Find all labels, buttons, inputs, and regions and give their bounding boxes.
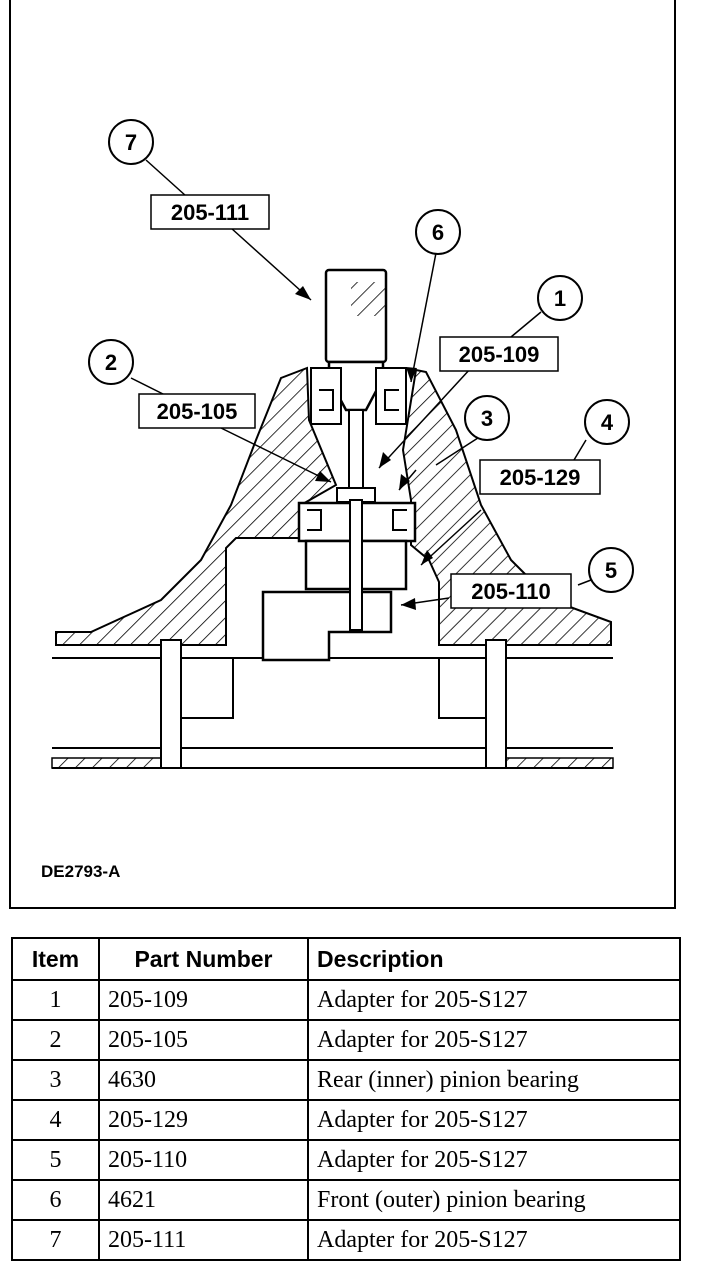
column-header-part-number: Part Number: [98, 937, 309, 981]
table-row: 4 205-129 Adapter for 205-S127: [11, 1099, 681, 1141]
part-label-205-129: 205-129: [479, 459, 601, 495]
callout-3-number: 3: [481, 406, 493, 431]
part-label-205-109-text: 205-109: [459, 342, 540, 367]
part-label-205-109: 205-109: [439, 336, 559, 372]
part-label-205-129-text: 205-129: [500, 465, 581, 490]
callout-4-number: 4: [601, 410, 614, 435]
part-label-205-105: 205-105: [138, 393, 256, 429]
cell-item: 1: [11, 979, 100, 1021]
parts-table: Item Part Number Description 1 205-109 A…: [11, 937, 681, 1261]
cell-part-number: 205-129: [98, 1099, 309, 1141]
table-header-row: Item Part Number Description: [11, 937, 681, 981]
cell-description: Adapter for 205-S127: [307, 979, 681, 1021]
callout-7: 7: [108, 119, 154, 165]
cell-part-number: 4630: [98, 1059, 309, 1101]
table-row: 6 4621 Front (outer) pinion bearing: [11, 1179, 681, 1221]
figure-frame: 7 6 1 2 3 4 5 205-111: [9, 0, 676, 909]
column-header-description: Description: [307, 937, 681, 981]
cell-part-number: 205-111: [98, 1219, 309, 1261]
part-label-205-111-text: 205-111: [171, 200, 249, 225]
table-row: 2 205-105 Adapter for 205-S127: [11, 1019, 681, 1061]
cell-part-number: 205-109: [98, 979, 309, 1021]
cell-description: Adapter for 205-S127: [307, 1019, 681, 1061]
callout-1-number: 1: [554, 286, 566, 311]
callout-7-number: 7: [125, 130, 137, 155]
table-row: 1 205-109 Adapter for 205-S127: [11, 979, 681, 1021]
cell-item: 5: [11, 1139, 100, 1181]
cell-item: 2: [11, 1019, 100, 1061]
cell-item: 7: [11, 1219, 100, 1261]
callout-2: 2: [88, 339, 134, 385]
cell-description: Rear (inner) pinion bearing: [307, 1059, 681, 1101]
cell-description: Adapter for 205-S127: [307, 1139, 681, 1181]
technical-illustration: 7 6 1 2 3 4 5 205-111: [51, 119, 634, 769]
arrowheads: [295, 286, 433, 610]
cell-description: Front (outer) pinion bearing: [307, 1179, 681, 1221]
callout-6: 6: [415, 209, 461, 255]
column-header-item: Item: [11, 937, 100, 981]
part-label-205-110-text: 205-110: [471, 579, 551, 604]
cell-part-number: 205-105: [98, 1019, 309, 1061]
callout-3: 3: [464, 395, 510, 441]
cell-description: Adapter for 205-S127: [307, 1219, 681, 1261]
callout-4: 4: [584, 399, 630, 445]
cell-item: 4: [11, 1099, 100, 1141]
callout-1: 1: [537, 275, 583, 321]
callout-2-number: 2: [105, 350, 117, 375]
cell-part-number: 4621: [98, 1179, 309, 1221]
table-row: 3 4630 Rear (inner) pinion bearing: [11, 1059, 681, 1101]
tool-assembly: [261, 268, 417, 662]
table-row: 5 205-110 Adapter for 205-S127: [11, 1139, 681, 1181]
callout-6-number: 6: [432, 220, 444, 245]
part-label-205-110: 205-110: [450, 573, 572, 609]
callout-5: 5: [588, 547, 634, 593]
cell-item: 3: [11, 1059, 100, 1101]
cell-item: 6: [11, 1179, 100, 1221]
cell-description: Adapter for 205-S127: [307, 1099, 681, 1141]
cell-part-number: 205-110: [98, 1139, 309, 1181]
callout-5-number: 5: [605, 558, 617, 583]
part-label-205-105-text: 205-105: [157, 399, 238, 424]
table-row: 7 205-111 Adapter for 205-S127: [11, 1219, 681, 1261]
part-label-205-111: 205-111: [150, 194, 270, 230]
figure-id: DE2793-A: [41, 862, 121, 881]
